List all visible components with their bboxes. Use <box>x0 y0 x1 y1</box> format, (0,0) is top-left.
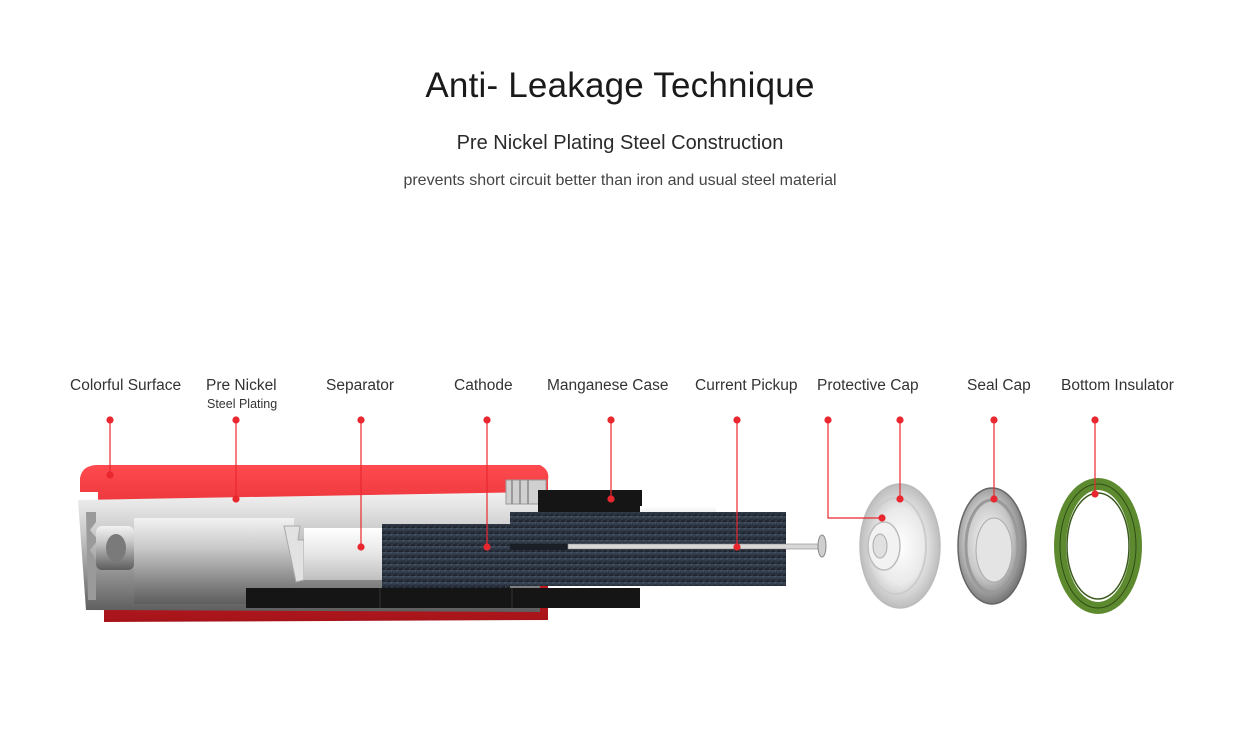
label-separator: Separator <box>326 377 395 394</box>
label-current-pickup: Current Pickup <box>695 377 798 394</box>
current-pickup-rod <box>567 534 827 558</box>
manganese-case <box>246 490 642 608</box>
protective-cap <box>859 483 941 609</box>
label-pre-nickel-sub: Steel Plating <box>207 397 278 411</box>
label-seal-cap: Seal Cap <box>967 377 1031 394</box>
label-manganese-case: Manganese Case <box>547 377 669 394</box>
page-description: prevents short circuit better than iron … <box>403 172 837 189</box>
label-bottom-insulator: Bottom Insulator <box>1061 377 1174 394</box>
seal-cap <box>957 487 1027 605</box>
label-pre-nickel: Pre Nickel <box>206 377 277 394</box>
label-colorful-surface: Colorful Surface <box>70 377 182 394</box>
page-subtitle: Pre Nickel Plating Steel Construction <box>456 132 784 154</box>
leader-lines <box>106 416 1099 551</box>
label-protective-cap: Protective Cap <box>817 377 919 394</box>
positive-terminal <box>74 512 294 604</box>
page-title: Anti- Leakage Technique <box>425 66 815 105</box>
label-cathode: Cathode <box>454 377 513 394</box>
bottom-insulator <box>1054 478 1142 614</box>
